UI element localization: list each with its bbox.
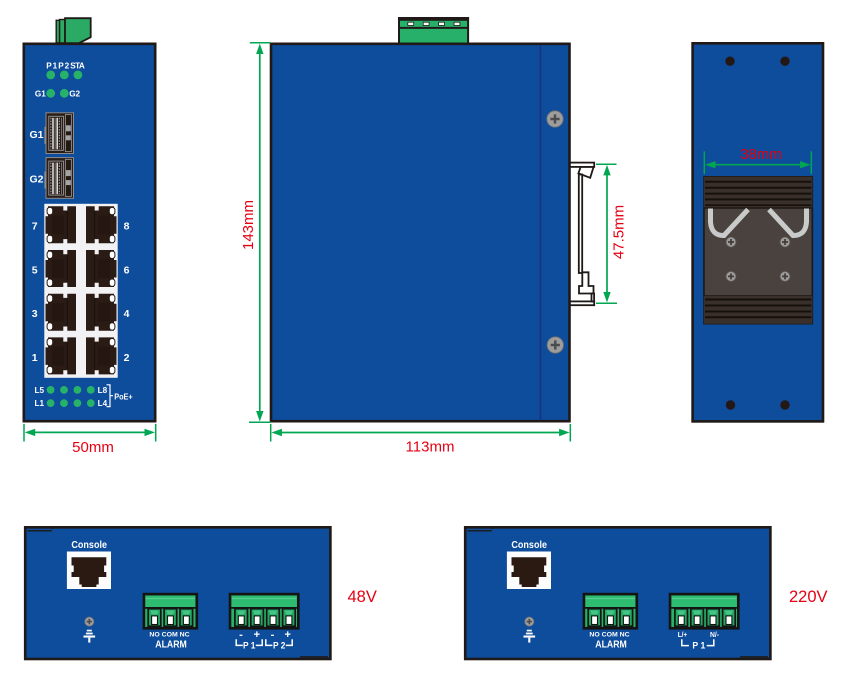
- svg-text:NO COM NC: NO COM NC: [149, 632, 190, 639]
- svg-text:G1: G1: [29, 129, 43, 141]
- svg-text:-: -: [239, 629, 243, 641]
- svg-text:1: 1: [32, 352, 38, 364]
- svg-text:+: +: [254, 629, 260, 641]
- svg-text:L4: L4: [98, 399, 108, 408]
- svg-text:P 1: P 1: [692, 640, 706, 651]
- svg-text:38mm: 38mm: [740, 146, 782, 163]
- svg-text:50mm: 50mm: [72, 439, 114, 456]
- svg-text:47.5mm: 47.5mm: [611, 205, 628, 259]
- svg-text:G2: G2: [29, 174, 43, 186]
- svg-text:220V: 220V: [789, 588, 828, 606]
- svg-text:4: 4: [124, 308, 130, 320]
- svg-text:8: 8: [124, 221, 130, 233]
- svg-text:L8: L8: [98, 386, 108, 395]
- svg-text:48V: 48V: [348, 588, 377, 606]
- svg-text:NO COM NC: NO COM NC: [589, 632, 630, 639]
- svg-text:G2: G2: [69, 90, 80, 99]
- svg-text:+: +: [284, 629, 290, 641]
- svg-text:2: 2: [124, 352, 130, 364]
- svg-text:PoE+: PoE+: [114, 391, 133, 401]
- svg-text:143mm: 143mm: [240, 200, 257, 250]
- svg-text:3: 3: [32, 308, 38, 320]
- svg-text:7: 7: [32, 221, 38, 233]
- svg-text:L/+: L/+: [678, 630, 688, 639]
- svg-text:P 1 P 2 STA: P 1 P 2 STA: [46, 61, 85, 70]
- svg-text:ALARM: ALARM: [155, 640, 187, 651]
- svg-text:L5: L5: [34, 386, 44, 395]
- svg-text:6: 6: [124, 264, 130, 276]
- svg-text:N/-: N/-: [710, 630, 719, 639]
- svg-text:P 2: P 2: [273, 640, 285, 651]
- svg-text:P 1: P 1: [243, 640, 256, 651]
- svg-text:G1: G1: [35, 90, 46, 99]
- svg-text:-: -: [271, 629, 275, 641]
- svg-text:L1: L1: [34, 399, 44, 408]
- svg-text:ALARM: ALARM: [595, 640, 627, 651]
- svg-text:5: 5: [32, 264, 38, 276]
- svg-text:113mm: 113mm: [406, 439, 455, 456]
